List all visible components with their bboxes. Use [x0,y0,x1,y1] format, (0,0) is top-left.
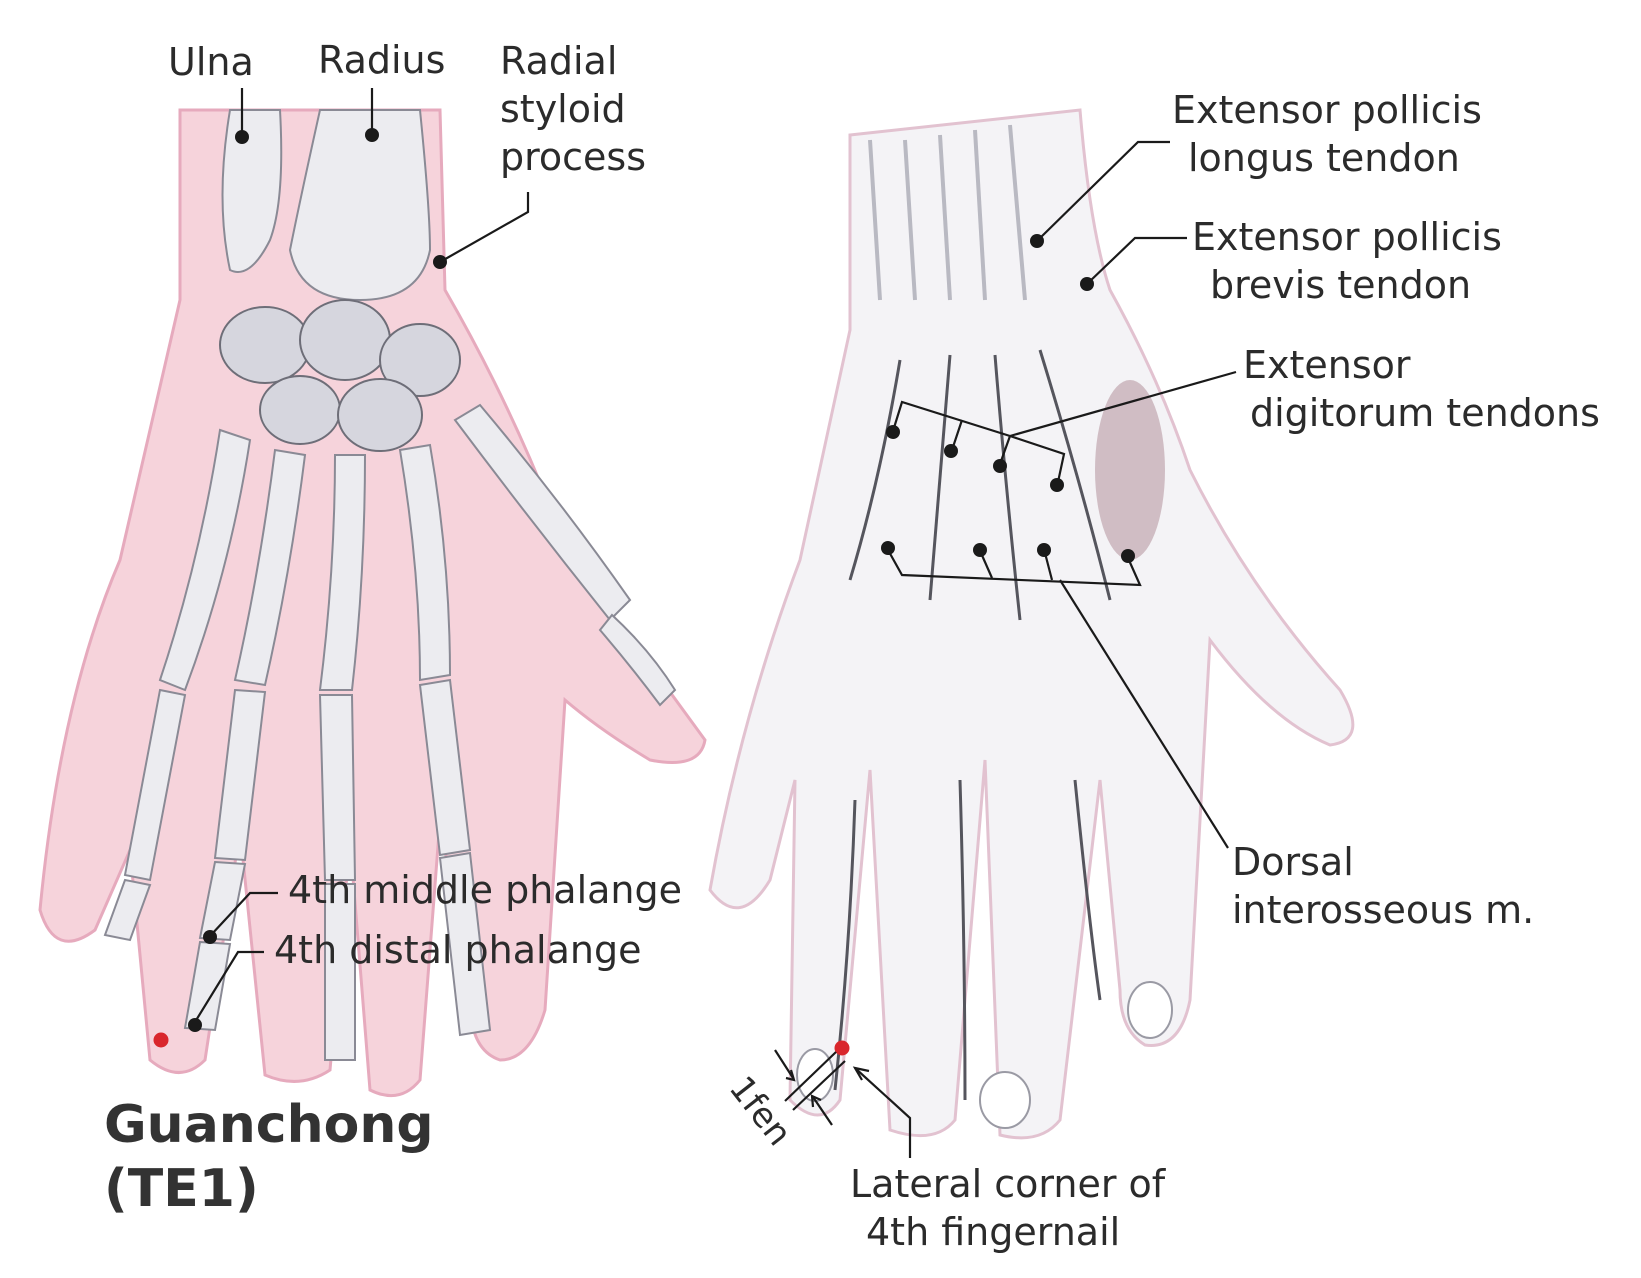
fen-arrowhead [785,1069,796,1082]
guanchong-acupoint-right [834,1040,850,1056]
fingernail [979,1071,1031,1129]
label-dorsal-1: Dorsal [1232,840,1354,884]
metacarpal-bone [398,443,452,682]
dorsal-bracket-tick [979,552,994,579]
label-ed-2: digitorum tendons [1250,391,1600,435]
label-epl-1: Extensor pollicis [1172,88,1482,132]
distal-phalange-leader [194,950,264,1023]
finger-phalanx [318,694,357,881]
right-leaders [774,140,1237,1158]
label-ed-1: Extensor [1243,343,1411,387]
label-middle-phalange: 4th middle phalange [288,868,682,912]
epl-leader [1037,140,1170,241]
finger-contour [1073,779,1102,1001]
carpal-bone [259,375,341,445]
fingernail [796,1048,834,1102]
fingernail-arrowhead [852,1066,870,1081]
radius-marker [365,128,379,142]
4th-distal-phalange-bone [183,940,232,1032]
label-radius: Radius [318,38,445,82]
extensor-digitorum-tendon [928,354,952,601]
carpal-bone [299,299,391,381]
wrist-tendon [973,129,987,301]
finger-phalanx [418,678,472,857]
fingernail-leader [854,1067,912,1158]
metacarpal-bone [318,454,367,691]
dorsal-marker [881,541,895,555]
left-leaders [153,88,530,1048]
wrist-tendon [868,139,882,301]
extensor-digitorum-tendon [1038,349,1112,601]
dorsal-marker [1121,549,1135,563]
label-epb-2: brevis tendon [1210,263,1471,307]
fen-measure-line [784,1051,837,1102]
finger-phalanx [123,688,187,882]
dorsal-bracket-tick [1043,552,1054,581]
dorsal-marker [1037,543,1051,557]
label-lateral-corner-2: 4th fingernail [866,1210,1120,1254]
carpal-bone [219,306,311,384]
radius-bone [288,109,432,302]
label-ulna: Ulna [168,40,254,84]
extensor-digitorum-tendon [848,359,902,581]
left-hand-illustration [38,108,707,1098]
wrist-tendon [938,134,952,301]
fen-arrow [812,1096,833,1126]
ed-leader [1009,370,1237,438]
label-1fen: 1fen [721,1069,799,1154]
metacarpal-bone [233,448,307,687]
extensor-digitorum-tendon [993,354,1022,621]
finger-contour [958,779,967,1101]
epl-marker [1030,234,1044,248]
ed-marker [886,425,900,439]
epb-marker [1080,277,1094,291]
wrist-tendon [903,139,917,301]
labels: Ulna Radius Radial styloid process 4th m… [104,38,1600,1254]
middle-phalange-marker [203,930,217,944]
ed-marker [1050,478,1064,492]
dorsal-marker [973,543,987,557]
ed-marker [993,459,1007,473]
thumb-phalanx [598,613,677,707]
title-line-2: (TE1) [104,1159,259,1219]
distal-phalange-marker [188,1018,202,1032]
styloid-leader [439,192,530,263]
guanchong-acupoint-left [153,1032,169,1048]
finger-phalanx [103,878,152,942]
styloid-marker [433,255,447,269]
dorsal-bracket [887,549,1142,587]
label-epb-1: Extensor pollicis [1192,215,1502,259]
fen-arrowhead [810,1094,822,1108]
fen-arrow [774,1049,794,1079]
wrist-tendon [1008,124,1027,301]
metacarpal-bone [453,403,632,622]
title-line-1: Guanchong [104,1095,434,1155]
label-epl-2: longus tendon [1188,136,1460,180]
fen-measure-line [792,1060,846,1111]
ed-marker [944,444,958,458]
label-radial-styloid-1: Radial [500,39,617,83]
4th-middle-phalange-bone [198,860,247,942]
label-lateral-corner-1: Lateral corner of [850,1162,1167,1206]
ulna-bone [221,109,283,273]
finger-phalanx [213,688,267,862]
label-dorsal-2: interosseous m. [1232,888,1534,932]
label-radial-styloid-2: styloid [500,87,626,131]
carpal-bone [337,378,423,452]
label-radial-styloid-3: process [500,135,646,179]
ulna-marker [235,130,249,144]
right-hand-skin [708,108,1355,1140]
middle-phalange-leader [210,891,278,936]
dorsal-interosseous-muscle [1095,380,1165,560]
dorsal-leader [1059,579,1229,849]
finger-phalanx [324,883,356,1061]
label-distal-phalange: 4th distal phalange [274,928,641,972]
epb-leader [1087,236,1187,284]
metacarpal-bone [158,428,252,692]
fingernail [1127,981,1173,1039]
finger-phalanx [438,851,492,1037]
carpal-bone [379,323,461,397]
